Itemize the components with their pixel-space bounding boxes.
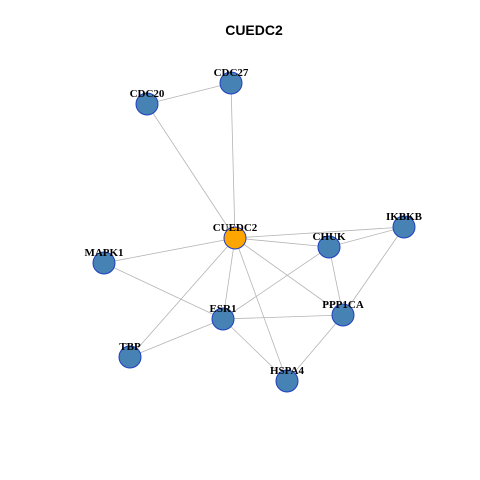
node-circle (211, 307, 235, 331)
node-mapk1: MAPK1 (84, 247, 124, 275)
edge-ikbkb-ppp1ca (342, 226, 405, 316)
node-chuk: CHUK (313, 231, 346, 259)
node-label: CDC20 (130, 88, 165, 100)
edge-cuedc2-chuk (234, 237, 330, 248)
node-cdc27: CDC27 (214, 67, 249, 95)
edge-esr1-tbp (129, 318, 224, 358)
edge-cuedc2-hspa4 (234, 237, 288, 382)
edge-cdc20-cuedc2 (146, 103, 236, 239)
edge-layer (103, 82, 405, 382)
node-label: IKBKB (386, 211, 423, 223)
node-ppp1ca: PPP1CA (322, 299, 364, 327)
diagram-title: CUEDC2 (225, 22, 283, 38)
edge-ppp1ca-hspa4 (286, 314, 344, 382)
node-tbp: TBP (118, 341, 142, 369)
node-circle (92, 251, 116, 275)
edge-esr1-ppp1ca (222, 314, 344, 320)
node-ikbkb: IKBKB (386, 211, 423, 239)
edge-cuedc2-mapk1 (103, 237, 236, 264)
node-label: CHUK (313, 231, 346, 243)
node-circle (135, 92, 159, 116)
edge-cuedc2-tbp (129, 237, 236, 358)
node-label: CDC27 (214, 67, 249, 79)
edge-esr1-hspa4 (222, 318, 288, 382)
edge-cuedc2-esr1 (222, 237, 236, 320)
node-cdc20: CDC20 (130, 88, 165, 116)
node-circle (219, 71, 243, 95)
node-circle (392, 215, 416, 239)
edge-cuedc2-ppp1ca (234, 237, 344, 316)
edge-cdc20-cdc27 (146, 82, 232, 105)
node-label: TBP (119, 341, 141, 353)
node-esr1: ESR1 (210, 303, 237, 331)
edge-ikbkb-chuk (328, 226, 405, 248)
edge-cuedc2-ikbkb (234, 226, 405, 239)
node-circle (331, 303, 355, 327)
edge-cdc27-cuedc2 (230, 82, 236, 239)
edge-chuk-ppp1ca (328, 246, 344, 316)
node-circle (118, 345, 142, 369)
node-cuedc2: CUEDC2 (213, 222, 258, 250)
edge-chuk-esr1 (222, 246, 330, 320)
node-circle (223, 226, 247, 250)
edge-mapk1-esr1 (103, 262, 224, 320)
node-circle (275, 369, 299, 393)
node-label: CUEDC2 (213, 222, 258, 234)
node-label: PPP1CA (322, 299, 364, 311)
node-label: ESR1 (210, 303, 237, 315)
node-hspa4: HSPA4 (270, 365, 305, 393)
node-label: HSPA4 (270, 365, 305, 377)
node-label: MAPK1 (84, 247, 123, 259)
node-circle (317, 235, 341, 259)
